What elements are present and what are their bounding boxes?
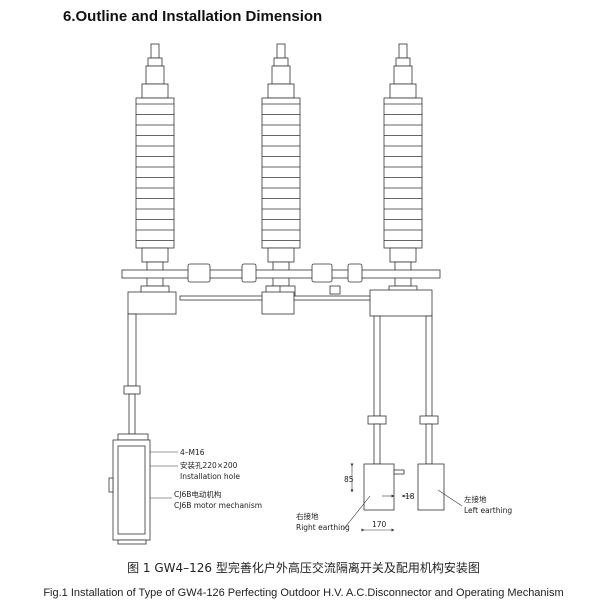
joint-right-b [419, 415, 439, 425]
right-earthing-label-cn: 右接地 [296, 511, 319, 521]
terminal-cap-3 [395, 57, 411, 67]
terminal-tip-1 [150, 43, 160, 59]
bottom-flange-2 [267, 247, 295, 263]
terminal-tip-2 [276, 43, 286, 59]
bracket-left [127, 291, 177, 315]
coupling-left [187, 263, 211, 283]
installation-hole-label-cn: 安装孔220×200 [180, 460, 238, 470]
rod-right-a [373, 315, 381, 417]
coupling-mid2 [311, 263, 333, 283]
left-earthing-label-cn: 左接地 [464, 494, 487, 504]
coupling-right [347, 263, 363, 283]
terminal-tip-3 [398, 43, 408, 59]
joint-2 [329, 285, 341, 295]
left-earthing-box [417, 463, 445, 511]
motor-drive [108, 313, 151, 545]
right-box-lever [393, 469, 405, 475]
left-earthing-label: Left earthing [464, 506, 512, 515]
joint-right-a [367, 415, 387, 425]
terminal-cap-1 [147, 57, 163, 67]
motor-mechanism-label-cn: CJ6B电动机构 [174, 489, 222, 499]
right-earthing-label: Right earthing [296, 523, 350, 532]
insulator-1 [135, 97, 175, 249]
motor-handle [108, 477, 114, 493]
rod-right-b2 [425, 423, 433, 465]
dimension-85: 85 [344, 475, 354, 484]
bolt-spec-label: 4–M16 [180, 448, 205, 457]
top-flange-3 [389, 83, 417, 99]
top-fitting-2 [271, 65, 291, 85]
top-fitting-3 [393, 65, 413, 85]
top-flange-2 [267, 83, 295, 99]
insulator-2 [261, 97, 301, 249]
right-earthing-box [363, 463, 395, 511]
earthing-drives [363, 315, 445, 511]
drive-joint [123, 385, 141, 395]
bottom-flange-1 [141, 247, 169, 263]
motor-inner-panel [117, 445, 146, 535]
insulator-columns [135, 43, 423, 299]
drive-rod-upper [127, 313, 137, 387]
dimension-18: 18 [405, 492, 415, 501]
bottom-flange-3 [389, 247, 417, 263]
insulator-3 [383, 97, 423, 249]
motor-foot [117, 539, 147, 545]
bracket-right [369, 289, 433, 317]
motor-mechanism [112, 439, 151, 541]
caption-chinese: 图 1 GW4–126 型完善化户外高压交流隔离开关及配用机构安装图 [127, 561, 480, 575]
base-frame [121, 263, 441, 317]
drive-rod-lower [128, 393, 136, 435]
terminal-cap-2 [273, 57, 289, 67]
rod-right-a2 [373, 423, 381, 465]
installation-hole-label: Installation hole [180, 472, 240, 481]
coupling-mid [241, 263, 257, 283]
top-fitting-1 [145, 65, 165, 85]
page-title: 6.Outline and Installation Dimension [63, 8, 323, 25]
dimension-170: 170 [372, 520, 387, 529]
top-flange-1 [141, 83, 169, 99]
annotations [150, 451, 463, 532]
caption-english: Fig.1 Installation of Type of GW4-126 Pe… [43, 587, 564, 599]
main-beam [121, 269, 441, 279]
motor-top [117, 433, 149, 441]
rod-right-b [425, 315, 433, 417]
motor-mechanism-label: CJ6B motor mechanism [174, 501, 262, 510]
bracket-mid [261, 291, 295, 315]
